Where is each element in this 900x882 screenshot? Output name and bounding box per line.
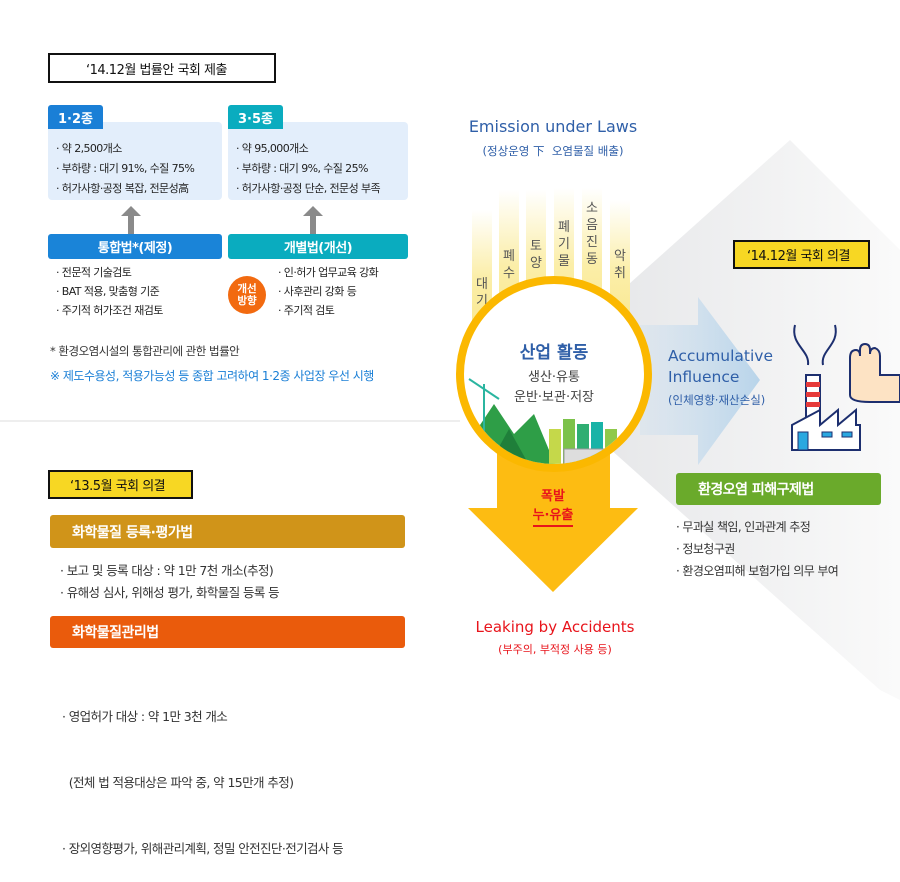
damage-relief-law-bar: 환경오염 피해구제법 <box>676 473 881 505</box>
info-item: · 부하량 : 대기 91%, 수질 75% <box>56 162 195 175</box>
char: 기 <box>558 237 570 252</box>
law2-items: · 영업허가 대상 : 약 1만 3천 개소 (전체 법 적용대상은 파악 중,… <box>62 662 344 882</box>
list-item: · 장외영향평가, 위해관리계획, 정밀 안전진단·전기검사 등 <box>62 841 344 856</box>
background-graphics <box>0 140 900 700</box>
influence-title: Accumulative Influence <box>668 346 773 388</box>
char: 토 <box>530 239 542 254</box>
activity-title: 산업 활동 <box>519 343 589 363</box>
emission-subtitle: (정상운영 下 오염물질 배출) <box>482 144 624 158</box>
list-item: · 영업허가 대상 : 약 1만 3천 개소 <box>62 709 228 724</box>
char: 폐 <box>503 249 515 264</box>
leaking-subtitle: (부주의, 부적정 사용 등) <box>498 643 612 656</box>
info-item: · 부하량 : 대기 9%, 수질 25% <box>236 162 368 175</box>
accident-line: 폭발 <box>541 489 565 504</box>
group2-improvements: · 인·허가 업무교육 강화 · 사후관리 강화 등 · 주기적 검토 <box>278 263 379 320</box>
accident-line: 누·유출 <box>532 506 574 527</box>
char: 양 <box>530 256 542 271</box>
char: 대 <box>476 277 488 292</box>
list-item: · 주기적 검토 <box>278 304 335 317</box>
char: 기 <box>476 294 488 309</box>
activity-line: 생산·유통 <box>528 370 580 385</box>
decision-label-2014: ‘14.12월 국회 의결 <box>733 240 870 269</box>
emission-title: Emission under Laws <box>468 117 638 136</box>
accident-arrow <box>468 430 638 592</box>
arrow-up-icon <box>303 206 323 234</box>
leaking-title: Leaking by Accidents <box>475 618 635 636</box>
arrow-up-icon <box>121 206 141 234</box>
footnote: * 환경오염시설의 통합관리에 관한 법률안 <box>50 344 240 358</box>
info-item: · 허가사항·공정 복잡, 전문성高 <box>56 182 189 195</box>
list-item: · 보고 및 등록 대상 : 약 1만 7천 개소(추정) <box>60 563 274 578</box>
list-item: · 정보청구권 <box>676 542 735 556</box>
char: 음 <box>586 218 598 233</box>
list-item: · 전문적 기술검토 <box>56 266 132 279</box>
list-item: · 사후관리 강화 등 <box>278 285 357 298</box>
char: 악 <box>614 249 626 264</box>
activity-lines: 생산·유통 운반·보관·저장 <box>464 368 644 408</box>
chemical-registration-law-bar: 화학물질 등록·평가법 <box>50 515 405 548</box>
priority-note: ※ 제도수용성, 적용가능성 등 종합 고려하여 1·2종 사업장 우선 시행 <box>50 369 374 383</box>
activity-line: 운반·보관·저장 <box>513 390 595 405</box>
info-item: · 약 95,000개소 <box>236 142 309 155</box>
improvement-badge: 개선 방향 <box>228 276 266 314</box>
relief-law-items: · 무과실 책임, 인과관계 추정 · 정보청구권 · 환경오염피해 보험가입 … <box>676 516 839 582</box>
individual-law-bar: 개별법(개선) <box>228 234 408 259</box>
factory-stop-icon <box>791 324 900 451</box>
char: 물 <box>558 254 570 269</box>
integrated-law-bar: 통합법*(제정) <box>48 234 222 259</box>
info-item: · 허가사항·공정 단순, 전문성 부족 <box>236 182 381 195</box>
industrial-activity-circle: 산업 활동 생산·유통 운반·보관·저장 <box>456 276 652 472</box>
list-item: · 주기적 허가조건 재검토 <box>56 304 163 317</box>
accumulative-arrow <box>640 297 760 465</box>
group2-info: · 약 95,000개소 · 부하량 : 대기 9%, 수질 25% · 허가사… <box>228 122 408 200</box>
group1-info: · 약 2,500개소 · 부하량 : 대기 91%, 수질 75% · 허가사… <box>48 122 222 200</box>
gray-diffusion-shape <box>600 140 900 700</box>
char: 폐 <box>558 220 570 235</box>
char: 수 <box>503 266 515 281</box>
badge-line: 방향 <box>237 295 257 307</box>
influence-line: Accumulative <box>668 347 774 365</box>
chemical-management-law-bar: 화학물질관리법 <box>50 616 405 648</box>
char: 소 <box>586 201 598 216</box>
landscape-illustration <box>466 378 617 464</box>
char: 진 <box>586 235 598 250</box>
group1-tab: 1·2종 <box>48 105 103 129</box>
char: 취 <box>614 266 626 281</box>
submission-label: ‘14.12월 법률안 국회 제출 <box>48 53 276 83</box>
list-item: · 인·허가 업무교육 강화 <box>278 266 379 279</box>
accident-label: 폭발 누·유출 <box>503 487 603 527</box>
info-item: · 약 2,500개소 <box>56 142 122 155</box>
list-item: · 환경오염피해 보험가입 의무 부여 <box>676 564 839 578</box>
badge-line: 개선 <box>237 283 257 295</box>
list-item: · 무과실 책임, 인과관계 추정 <box>676 520 811 534</box>
group2-tab: 3·5종 <box>228 105 283 129</box>
influence-line: Influence <box>668 368 740 386</box>
list-item: · BAT 적용, 맞춤형 기준 <box>56 285 160 298</box>
list-item: (전체 법 적용대상은 파악 중, 약 15만개 추정) <box>62 775 294 790</box>
law1-items: · 보고 및 등록 대상 : 약 1만 7천 개소(추정) · 유해성 심사, … <box>60 560 280 604</box>
group1-improvements: · 전문적 기술검토 · BAT 적용, 맞춤형 기준 · 주기적 허가조건 재… <box>56 263 163 320</box>
decision-label-2013: ‘13.5월 국회 의결 <box>48 470 193 499</box>
char: 동 <box>586 252 598 267</box>
influence-subtitle: (인체영향·재산손실) <box>668 393 766 407</box>
list-item: · 유해성 심사, 위해성 평가, 화학물질 등록 등 <box>60 585 280 600</box>
